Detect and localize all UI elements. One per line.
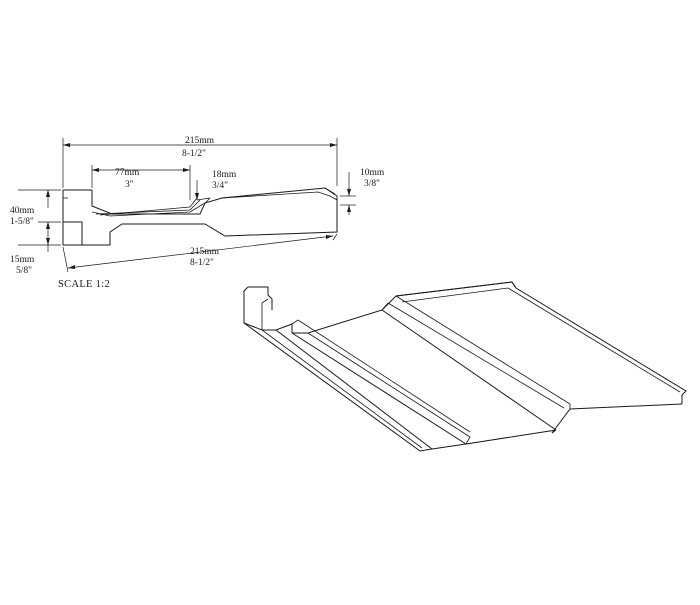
scale-label: SCALE 1:2 — [58, 279, 110, 290]
lip-height-metric: 15mm — [10, 255, 35, 265]
dimension-labels: 215mm 8-1/2" 77mm 3" 18mm 3/4" 10mm 3/8"… — [10, 136, 385, 290]
overall-top-imperial: 8-1/2" — [182, 149, 206, 159]
iso-end-profile — [243, 281, 513, 334]
step-drop-metric: 18mm — [212, 170, 237, 180]
recess-width-imperial: 3" — [125, 180, 134, 190]
overall-bottom-imperial: 8-1/2" — [190, 258, 214, 268]
lip-height-imperial: 5/8" — [16, 266, 32, 276]
total-height-metric: 40mm — [10, 206, 35, 216]
total-height-imperial: 1-5/8" — [10, 217, 34, 227]
overall-top-metric: 215mm — [185, 136, 215, 146]
edge-thickness-metric: 10mm — [360, 168, 385, 178]
recess-width-metric: 77mm — [115, 168, 140, 178]
overall-bottom-metric: 215mm — [190, 247, 220, 257]
edge-thickness-imperial: 3/8" — [364, 179, 380, 189]
profile-cross-section — [62, 187, 338, 246]
isometric-view — [243, 281, 687, 452]
profile-outline — [62, 187, 338, 246]
step-drop-imperial: 3/4" — [212, 181, 228, 191]
dimension-lines — [18, 138, 356, 273]
